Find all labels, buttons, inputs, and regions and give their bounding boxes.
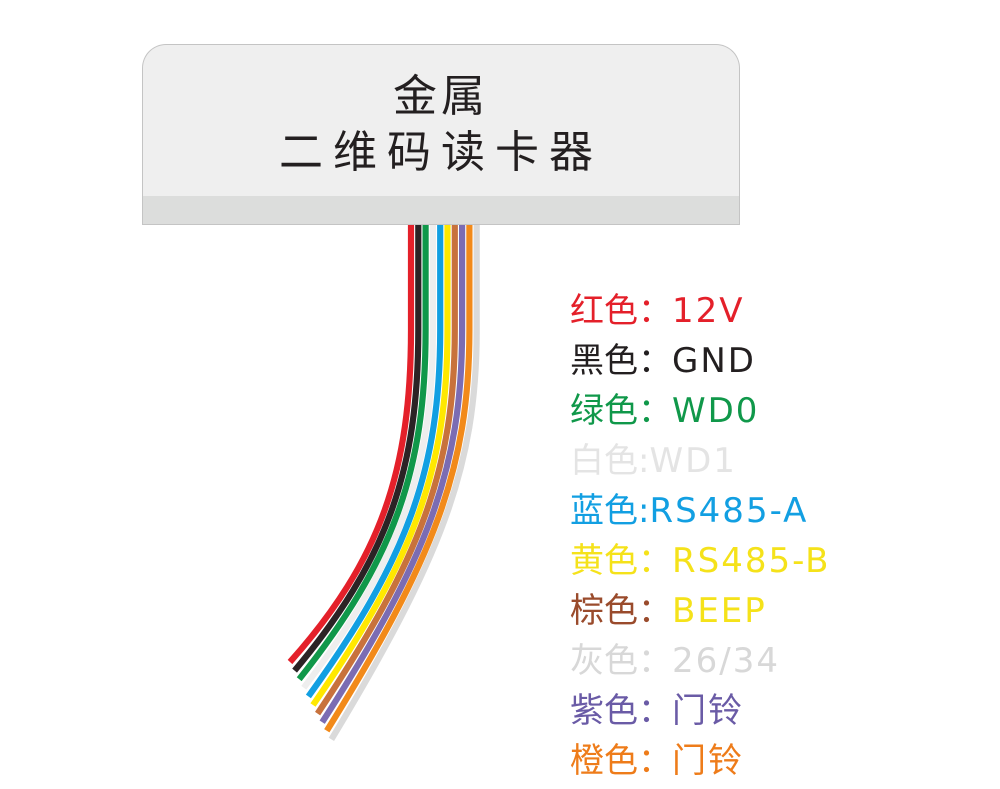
legend-row-black: 黑色：GND	[570, 336, 830, 386]
legend-label: 紫色：	[570, 691, 672, 731]
wire-green	[296, 224, 429, 682]
wire-brown	[315, 224, 458, 716]
wire-white	[301, 224, 436, 690]
wire-black	[292, 224, 422, 673]
legend-label: 黄色：	[570, 541, 672, 581]
legend-label: 棕色：	[570, 591, 672, 631]
wire-red	[287, 224, 415, 665]
legend-value: WD0	[672, 391, 760, 431]
legend-value: 门铃	[672, 691, 744, 731]
legend-value: 26/34	[672, 641, 780, 681]
wire-color-legend: 红色：12V 黑色：GND 绿色：WD0 白色:WD1 蓝色:RS485-A 黄…	[570, 286, 830, 786]
legend-value: RS485-A	[649, 491, 809, 531]
legend-value: 12V	[672, 291, 745, 331]
legend-row-purple: 紫色：门铃	[570, 686, 830, 736]
legend-label: 白色:	[570, 441, 650, 481]
card-reader-device: 金属 二维码读卡器	[142, 44, 740, 225]
legend-row-orange: 橙色：门铃	[570, 736, 830, 786]
legend-row-gray: 灰色：26/34	[570, 636, 830, 686]
wire-orange	[324, 224, 473, 733]
legend-row-red: 红色：12V	[570, 286, 830, 336]
device-title-line2: 二维码读卡器	[279, 127, 603, 178]
wire-blue	[305, 224, 444, 699]
legend-label: 红色：	[570, 291, 672, 331]
wire-purple	[319, 224, 466, 724]
legend-value: GND	[672, 341, 756, 381]
legend-value: 门铃	[672, 741, 744, 781]
legend-row-brown: 棕色：BEEP	[570, 586, 830, 636]
wire-gray	[328, 224, 480, 741]
legend-label: 黑色：	[570, 341, 672, 381]
legend-row-white: 白色:WD1	[570, 436, 830, 486]
legend-value: BEEP	[672, 591, 767, 631]
legend-row-blue: 蓝色:RS485-A	[570, 486, 830, 536]
legend-value: WD1	[649, 441, 737, 481]
legend-label: 蓝色:	[570, 491, 650, 531]
reader-bottom-strip	[142, 196, 740, 225]
legend-label: 绿色：	[570, 391, 672, 431]
legend-label: 灰色：	[570, 641, 672, 681]
legend-label: 橙色：	[570, 741, 672, 781]
legend-row-green: 绿色：WD0	[570, 386, 830, 436]
legend-row-yellow: 黄色：RS485-B	[570, 536, 830, 586]
legend-value: RS485-B	[672, 541, 831, 581]
wire-yellow	[310, 224, 451, 707]
device-title-line1: 金属	[393, 71, 489, 122]
